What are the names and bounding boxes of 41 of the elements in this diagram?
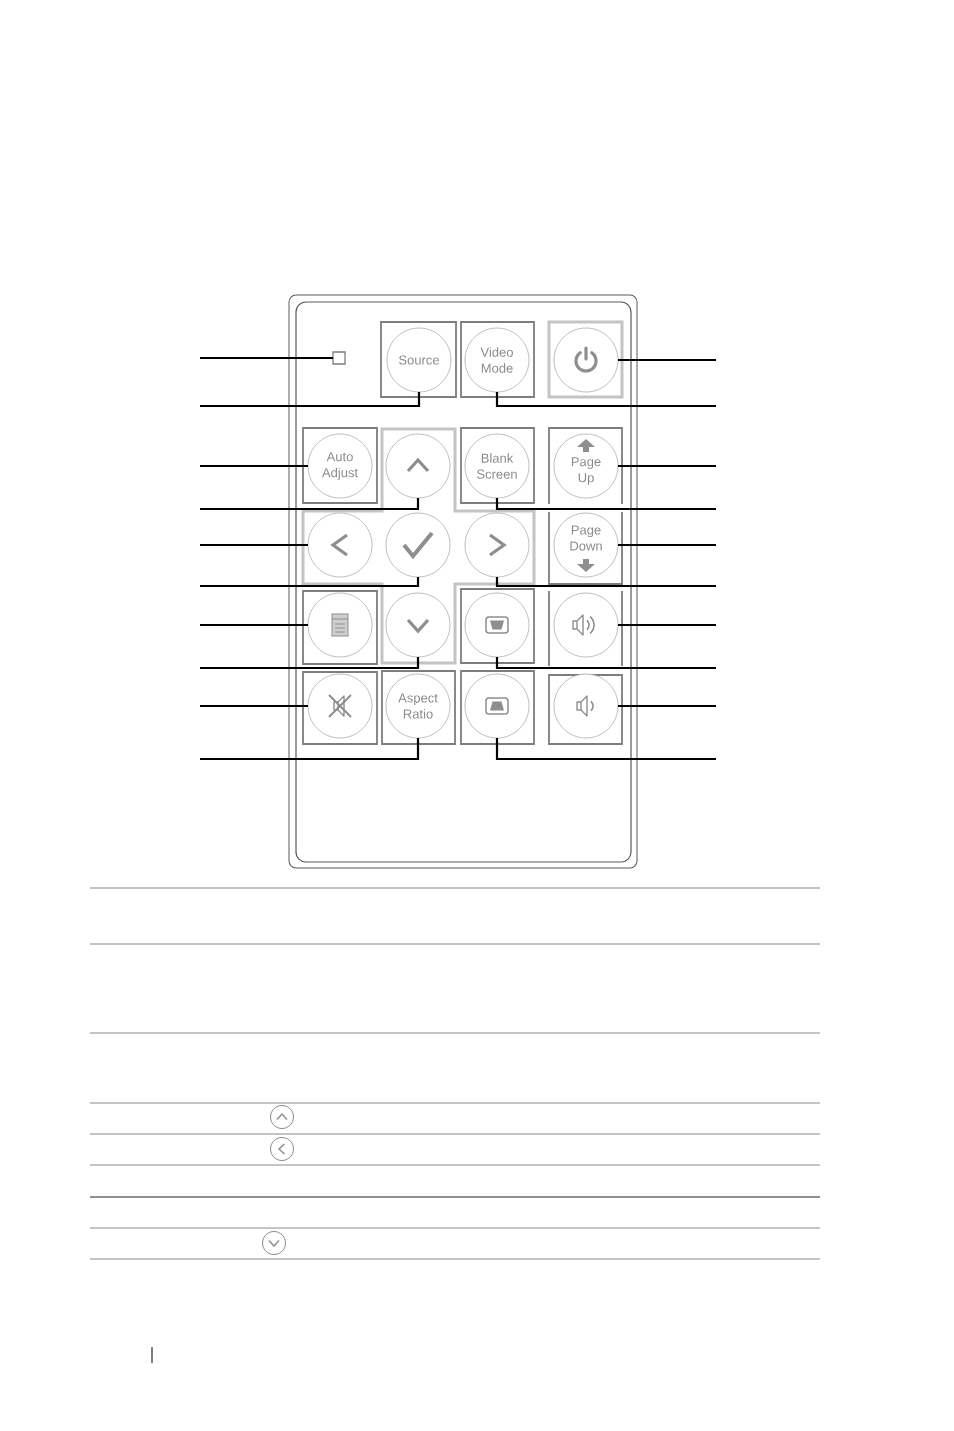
leader-line xyxy=(495,392,716,408)
round-button xyxy=(464,512,530,578)
round-button: Aspect Ratio xyxy=(385,673,451,739)
leader-line xyxy=(618,543,716,547)
leader-line xyxy=(495,498,716,511)
round-button xyxy=(385,592,451,658)
round-button: Auto Adjust xyxy=(307,433,373,499)
round-button xyxy=(553,327,619,393)
leader-line xyxy=(618,623,716,627)
leader-line xyxy=(200,657,420,670)
leader-line xyxy=(200,704,308,708)
round-button: Page Down xyxy=(553,512,619,578)
leader-line xyxy=(200,356,333,360)
leader-line xyxy=(495,738,716,761)
leader-line xyxy=(618,358,716,362)
round-button xyxy=(464,673,530,739)
leader-line xyxy=(200,623,308,627)
leader-line xyxy=(495,577,716,588)
remote-control-body xyxy=(288,294,638,869)
round-button xyxy=(385,512,451,578)
leader-line xyxy=(200,498,420,511)
indicator-light xyxy=(332,351,346,365)
round-button xyxy=(553,673,619,739)
leader-line xyxy=(200,392,421,408)
leader-line xyxy=(200,738,420,761)
leader-line xyxy=(200,543,308,547)
round-button: Source xyxy=(386,327,452,393)
round-button xyxy=(553,592,619,658)
round-button xyxy=(385,433,451,499)
round-button xyxy=(464,592,530,658)
leader-line xyxy=(200,577,420,588)
round-button xyxy=(307,512,373,578)
round-button: Page Up xyxy=(553,433,619,499)
round-button: Video Mode xyxy=(464,327,530,393)
round-button xyxy=(307,592,373,658)
round-button xyxy=(307,673,373,739)
round-button: Blank Screen xyxy=(464,433,530,499)
leader-line xyxy=(618,464,716,468)
leader-line xyxy=(495,657,716,670)
leader-line xyxy=(618,704,716,708)
leader-line xyxy=(200,464,308,468)
